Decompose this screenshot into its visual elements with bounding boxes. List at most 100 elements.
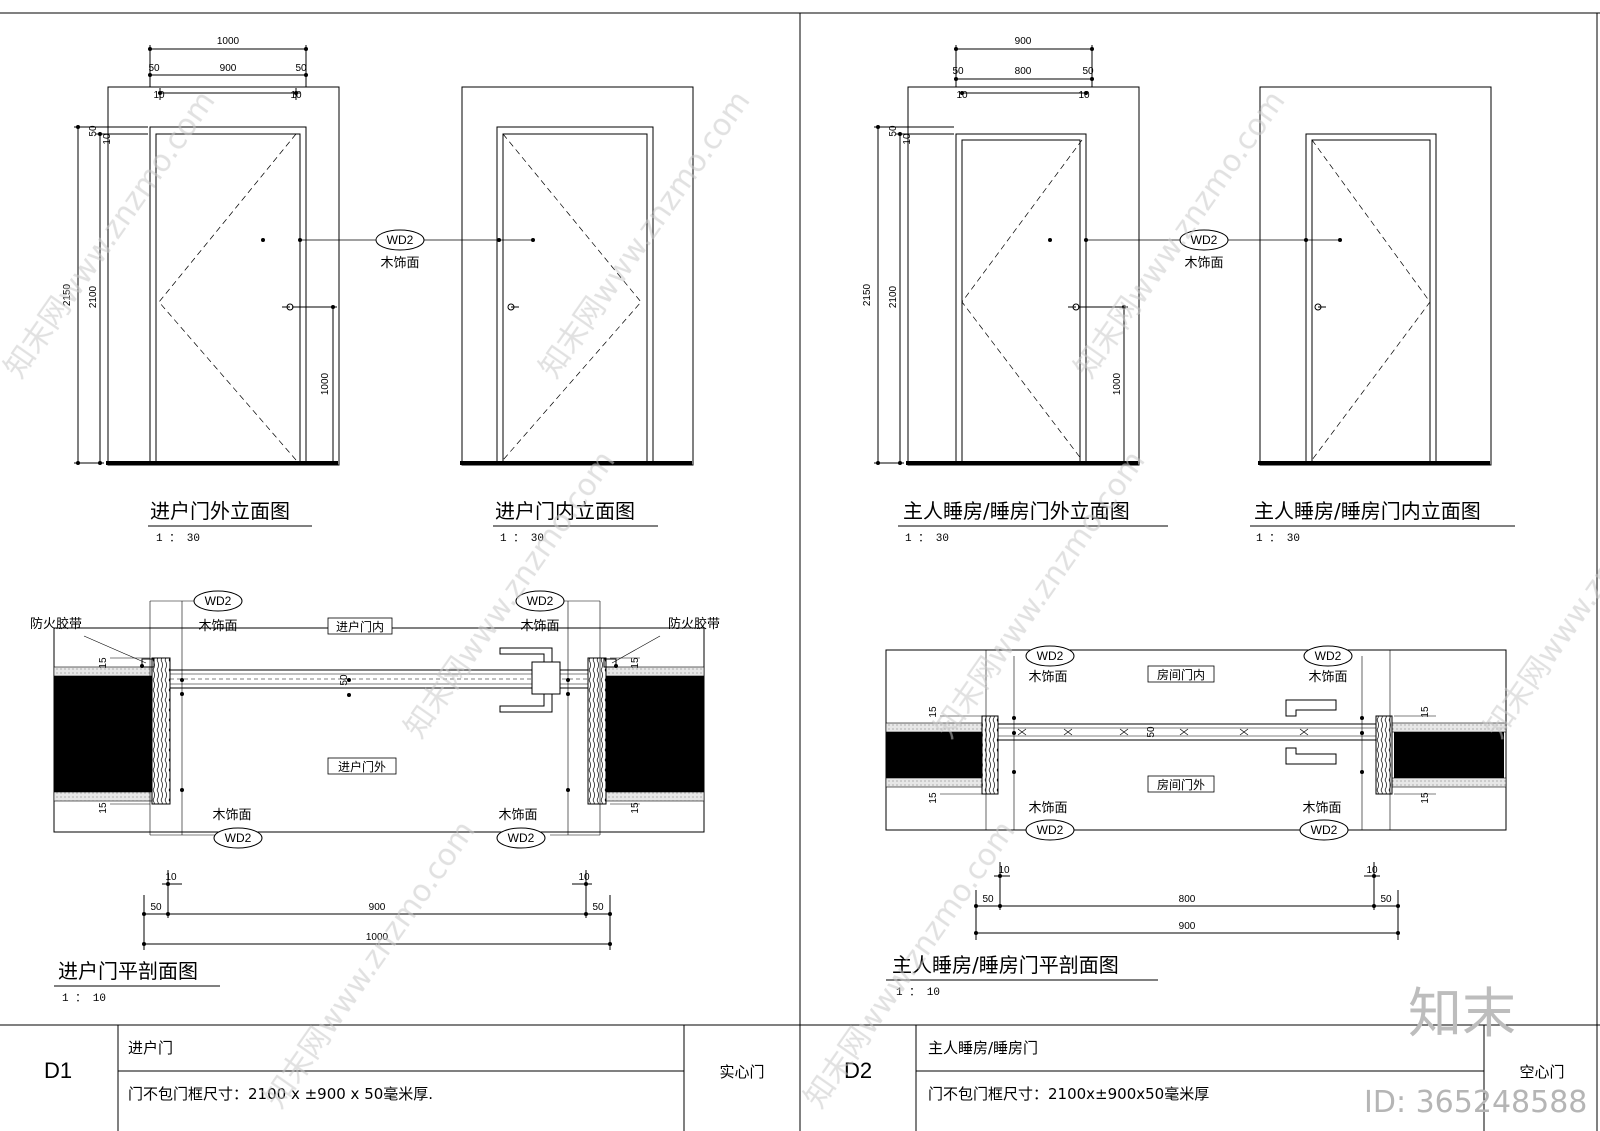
schedule-type-d2: 空心门 (1519, 1063, 1564, 1081)
scale-entrance-plan: 1 ： 10 (62, 993, 106, 1005)
tag-leader-dots-left (497, 238, 535, 242)
plan-outside-label: 房间门外 (1157, 777, 1205, 792)
tag-code: WD2 (205, 594, 232, 608)
scale-bedroom-plan: 1 ： 10 (896, 987, 940, 999)
right-sheet: 900 800 50 50 10 10 50 10 2150 2100 1000… (862, 36, 1515, 999)
tag-finish: 木饰面 (1184, 256, 1223, 271)
tag-finish: 木饰面 (1308, 670, 1347, 685)
tag-finish: 木饰面 (380, 256, 419, 271)
title-entrance-outer-elevation: 进户门外立面图 (150, 499, 290, 523)
scale-bedroom-inner: 1 ： 30 (1256, 533, 1300, 545)
tag-code: WD2 (1191, 233, 1218, 247)
schedule-type-d1: 实心门 (719, 1063, 764, 1081)
dim-reveal-top-right: 15 (1420, 706, 1431, 718)
dim-frame-left: 50 (148, 63, 160, 74)
plan-dim-gap-right: 10 (578, 872, 590, 883)
entrance-door-outer-elevation (74, 45, 340, 466)
dim-reveal-top-right: 15 (630, 657, 641, 669)
plan-dim-door-width: 900 (369, 902, 386, 913)
watermark-diagonal: 知末网www.znzmo.com (533, 85, 758, 385)
tag-finish: 木饰面 (212, 808, 251, 823)
dim-overall-width: 1000 (217, 36, 240, 47)
plan-dim-frame-right: 50 (1380, 894, 1392, 905)
bedroom-door-plan-section (885, 649, 1507, 831)
fire-strip-right-label: 防火胶带 (668, 616, 720, 632)
plan-dim-gap-left: 10 (998, 865, 1010, 876)
tag-code: WD2 (527, 594, 554, 608)
dim-reveal-bottom-left: 15 (98, 802, 109, 814)
watermark-logo: 知末 (1408, 982, 1516, 1045)
watermark-diagonal: 知末网www.znzmo.com (258, 815, 483, 1115)
dim-door-height: 2100 (88, 285, 99, 308)
plan-dim-frame-right: 50 (592, 902, 604, 913)
plan-dim-gap-right: 10 (1366, 865, 1378, 876)
title-bedroom-outer-elevation: 主人睡房/睡房门外立面图 (903, 499, 1130, 523)
dim-frame-left: 50 (952, 66, 964, 77)
dim-reveal-top-left: 15 (928, 706, 939, 718)
tag-code: WD2 (1311, 823, 1338, 837)
dim-total-height: 2150 (862, 283, 873, 306)
plan-dim-ticks-left (142, 882, 612, 946)
dimension-ticks-left-outer (76, 47, 335, 465)
plan-dots-left (140, 664, 618, 792)
dim-frame-top: 50 (88, 125, 99, 137)
watermark-diagonal: 知末网www.znzmo.com (928, 445, 1153, 745)
scale-entrance-outer: 1 ： 30 (156, 533, 200, 545)
tag-code: WD2 (508, 831, 535, 845)
tag-code: WD2 (1037, 823, 1064, 837)
dim-reveal-top-left: 15 (98, 657, 109, 669)
watermark-id: ID: 365248588 (1364, 1085, 1587, 1120)
dim-door-width: 800 (1015, 66, 1032, 77)
tag-code: WD2 (225, 831, 252, 845)
tag-finish: 木饰面 (498, 808, 537, 823)
bedroom-door-outer-elevation (874, 45, 1140, 466)
plan-tags-left: WD2 木饰面 WD2 木饰面 WD2 木饰面 WD2 木饰面 (193, 590, 565, 849)
plan-dim-overall: 900 (1179, 921, 1196, 932)
tag-finish: 木饰面 (520, 619, 559, 634)
sheet-frame (0, 12, 1600, 1131)
plan-dim-ticks-right (974, 874, 1400, 935)
schedule-table (0, 1024, 1600, 1131)
tag-code: WD2 (387, 233, 414, 247)
tag-finish: 木饰面 (198, 619, 237, 634)
dim-handle-height: 1000 (320, 372, 331, 395)
dim-gap-top: 10 (902, 133, 913, 145)
plan-dim-gap-left: 10 (165, 872, 177, 883)
dim-gap-left: 10 (153, 90, 165, 101)
dim-reveal-bottom-right: 15 (1420, 792, 1431, 804)
schedule-name-d2: 主人睡房/睡房门 (928, 1039, 1038, 1057)
watermark-diagonal: 知末网www.znzmo.com (1068, 85, 1293, 385)
dim-reveal-bottom-right: 15 (630, 802, 641, 814)
schedule-spec-d1: 门不包门框尺寸：2100 x ±900 x 50毫米厚. (128, 1085, 433, 1103)
schedule-code-d1: D1 (44, 1058, 72, 1083)
schedule-name-d1: 进户门 (128, 1039, 173, 1057)
dim-handle-height: 1000 (1112, 372, 1123, 395)
tag-wd2-elevation-left: WD2 木饰面 (375, 229, 425, 271)
tag-finish: 木饰面 (1028, 670, 1067, 685)
tag-finish: 木饰面 (1028, 801, 1067, 816)
plan-dim-overall: 1000 (366, 932, 389, 943)
tag-code: WD2 (1037, 649, 1064, 663)
dim-gap-left: 10 (956, 90, 968, 101)
plan-dots-right (1012, 716, 1364, 774)
title-bedroom-plan: 主人睡房/睡房门平剖面图 (892, 953, 1119, 977)
entrance-door-inner-elevation (300, 86, 694, 466)
left-sheet: 1000 900 50 50 10 10 50 10 2150 2100 100… (30, 36, 720, 1005)
tag-wd2-elevation-right: WD2 木饰面 (1179, 229, 1229, 271)
dim-frame-right: 50 (1082, 66, 1094, 77)
plan-inside-label: 进户门内 (336, 619, 384, 634)
plan-dim-door-width: 800 (1179, 894, 1196, 905)
dimension-ticks-right-outer (876, 47, 1126, 465)
tag-leader-dots-right (1304, 238, 1342, 242)
plan-dim-chain-left (143, 870, 611, 950)
dim-total-height: 2150 (62, 283, 73, 306)
dim-thickness: 50 (1146, 726, 1157, 738)
entrance-door-plan-section (53, 600, 705, 836)
title-entrance-inner-elevation: 进户门内立面图 (495, 499, 635, 523)
dim-frame-top: 50 (888, 125, 899, 137)
schedule-spec-d2: 门不包门框尺寸：2100x±900x50毫米厚 (928, 1085, 1209, 1103)
scale-entrance-inner: 1 ： 30 (500, 533, 544, 545)
dim-gap-right: 10 (290, 90, 302, 101)
dim-frame-right: 50 (295, 63, 307, 74)
plan-dim-frame-left: 50 (982, 894, 994, 905)
